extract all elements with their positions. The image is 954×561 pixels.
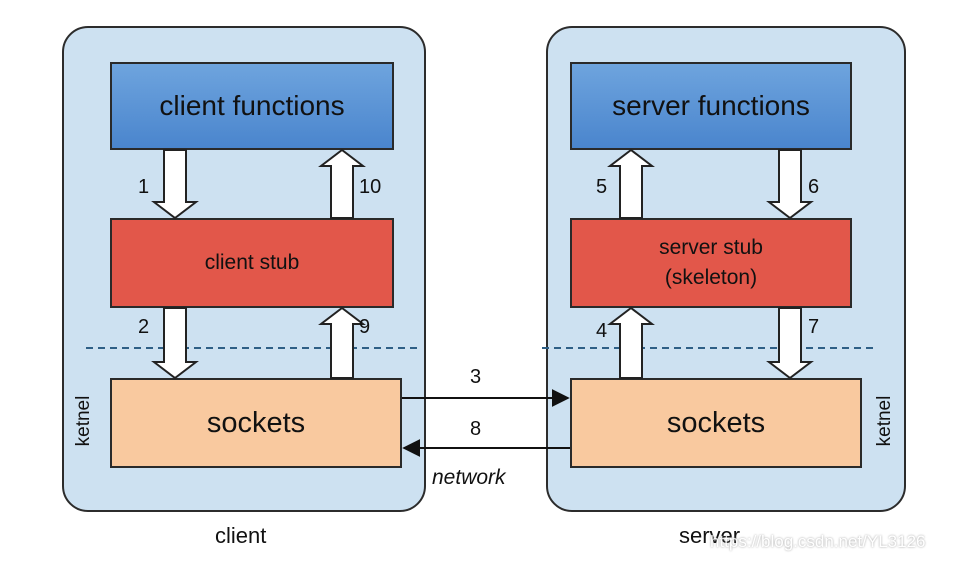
client-stub-box: client stub bbox=[110, 218, 394, 308]
arrow-2-down bbox=[151, 307, 199, 380]
step-label-8: 8 bbox=[470, 418, 482, 440]
step-label-10: 10 bbox=[359, 176, 382, 198]
arrow-7-down bbox=[766, 307, 814, 380]
arrow-5-up bbox=[607, 148, 655, 219]
step-label-9: 9 bbox=[359, 316, 371, 338]
server-functions-box: server functions bbox=[570, 62, 852, 150]
step-label-2: 2 bbox=[138, 316, 150, 338]
arrow-6-down bbox=[766, 149, 814, 220]
step-label-7: 7 bbox=[808, 316, 820, 338]
arrow-4-up bbox=[607, 306, 655, 379]
arrow-10-up bbox=[318, 148, 366, 219]
arrow-9-up bbox=[318, 306, 366, 379]
step-label-5: 5 bbox=[596, 176, 608, 198]
client-functions-box: client functions bbox=[110, 62, 394, 150]
server-sockets-box: sockets bbox=[570, 378, 862, 468]
client-caption: client bbox=[215, 523, 267, 548]
network-label: network bbox=[432, 466, 506, 489]
step-label-4: 4 bbox=[596, 320, 608, 342]
client-kernel-label: ketnel bbox=[73, 395, 94, 447]
step-label-6: 6 bbox=[808, 176, 820, 198]
step-label-3: 3 bbox=[470, 366, 482, 388]
server-kernel-label: ketnel bbox=[874, 395, 895, 447]
arrow-1-down bbox=[151, 149, 199, 220]
server-caption: server bbox=[679, 523, 741, 548]
watermark-text: https://blog.csdn.net/YL3126 bbox=[710, 532, 926, 551]
client-sockets-box: sockets bbox=[110, 378, 402, 468]
server-stub-box: server stub (skeleton) bbox=[570, 218, 852, 308]
step-label-1: 1 bbox=[138, 176, 150, 198]
